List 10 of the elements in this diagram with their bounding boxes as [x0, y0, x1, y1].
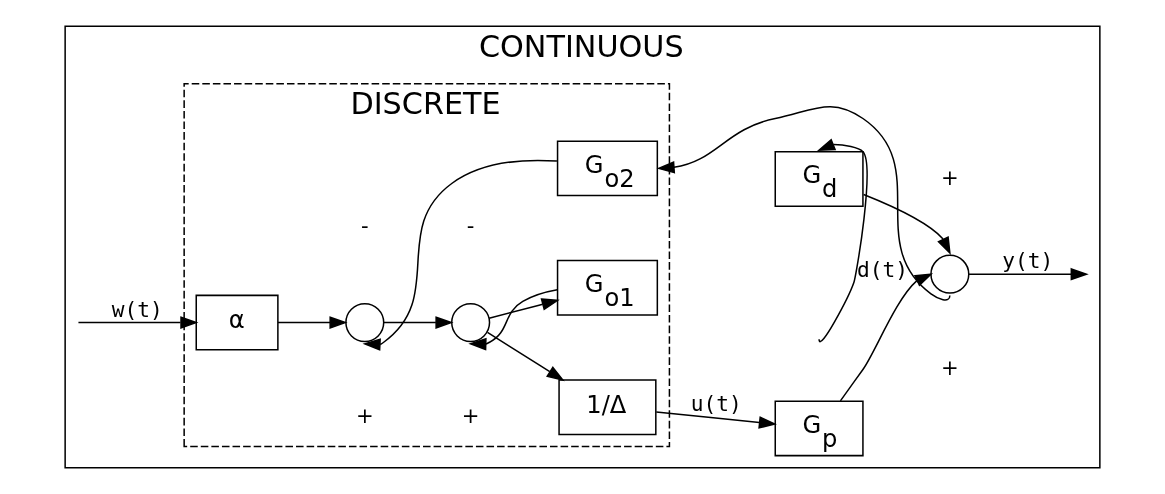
edge-label: u(t): [690, 390, 742, 416]
node-label: +: [940, 355, 959, 381]
node-label: +: [940, 164, 959, 190]
node-label: -: [466, 212, 475, 238]
node-label: +: [355, 403, 374, 429]
edge-label: w(t): [111, 296, 163, 322]
edge-label: y(t): [1002, 248, 1054, 274]
edge-label: d(t): [857, 256, 909, 282]
node-label: -: [360, 212, 369, 238]
node-label: +: [461, 403, 480, 429]
